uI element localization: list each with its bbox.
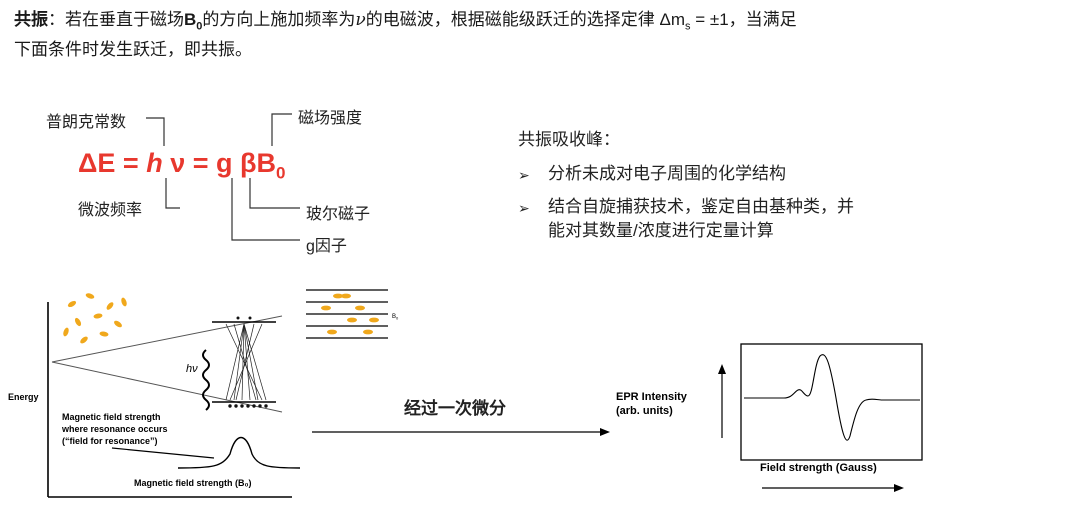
epr-x-label: Field strength (Gauss) bbox=[760, 462, 877, 474]
label-planck-constant: 普朗克常数 bbox=[46, 114, 127, 131]
upper-level-line bbox=[51, 315, 283, 363]
bullet-2: ➢ 结合自旋捕获技术，鉴定自由基种类，并 能对其数量/浓度进行定量计算 bbox=[518, 197, 854, 240]
epr-derivative-curve bbox=[744, 354, 920, 441]
label-microwave-frequency: 微波频率 bbox=[78, 202, 143, 219]
label-field-strength: 磁场强度 bbox=[298, 110, 363, 127]
absorption-peak bbox=[177, 436, 301, 469]
resonance-peak-section: 共振吸收峰： ➢ 分析未成对电子周围的化学结构 ➢ 结合自旋捕获技术，鉴定自由基… bbox=[518, 128, 854, 251]
bullet-arrow-icon: ➢ bbox=[518, 200, 530, 216]
energy-axis-label: Energy bbox=[8, 392, 39, 402]
connector-g bbox=[231, 178, 300, 241]
epr-y-label-line-2: (arb. units) bbox=[616, 405, 673, 417]
spin-arrows bbox=[225, 323, 267, 401]
label-g-factor: g因子 bbox=[306, 238, 347, 255]
resonance-equation: ΔE = h ν = g βB0 bbox=[78, 148, 286, 183]
spin-dots bbox=[228, 316, 268, 408]
transform-arrow bbox=[312, 428, 610, 436]
epr-y-label-line-1: EPR Intensity bbox=[616, 391, 688, 403]
bullet-arrow-icon: ➢ bbox=[518, 167, 530, 183]
pointer-line bbox=[111, 447, 215, 459]
connector-frequency bbox=[165, 178, 180, 209]
aligned-particles-panel: B0 bbox=[306, 289, 399, 339]
b0-label: B0 bbox=[392, 314, 399, 321]
electron-particles-icon bbox=[63, 293, 127, 344]
connector-planck bbox=[146, 117, 165, 146]
resonance-peak-heading: 共振吸收峰： bbox=[518, 130, 620, 149]
energy-level-diagram: Energy hν Magnetic field strength where … bbox=[8, 289, 399, 498]
epr-plot-frame bbox=[740, 343, 923, 461]
intro-line-1: 共振：若在垂直于磁场B0的方向上施加频率为ν的电磁波，根据磁能级跃迁的选择定律 … bbox=[14, 10, 797, 33]
field-axis-label: Magnetic field strength (B₀) bbox=[134, 478, 252, 488]
transform-label: 经过一次微分 bbox=[404, 399, 506, 418]
note-line-3: (“field for resonance”) bbox=[62, 436, 158, 446]
resonance-term: 共振 bbox=[14, 10, 48, 29]
connector-bohr bbox=[249, 178, 300, 209]
epr-spectrum: EPR Intensity (arb. units) Field strengt… bbox=[616, 343, 923, 492]
hv-label: hν bbox=[186, 363, 198, 375]
label-bohr-magneton: 玻尔磁子 bbox=[306, 206, 371, 223]
equation-connectors bbox=[146, 113, 300, 241]
note-line-2: where resonance occurs bbox=[61, 424, 168, 434]
bullet-1: ➢ 分析未成对电子周围的化学结构 bbox=[518, 162, 854, 187]
note-line-1: Magnetic field strength bbox=[62, 412, 161, 422]
connector-field bbox=[271, 113, 292, 146]
intro-line-2: 下面条件时发生跃迁，即共振。 bbox=[14, 40, 252, 59]
lower-level-line bbox=[51, 361, 283, 413]
nu-symbol: ν bbox=[355, 10, 366, 30]
microwave-wave-icon bbox=[202, 349, 210, 411]
